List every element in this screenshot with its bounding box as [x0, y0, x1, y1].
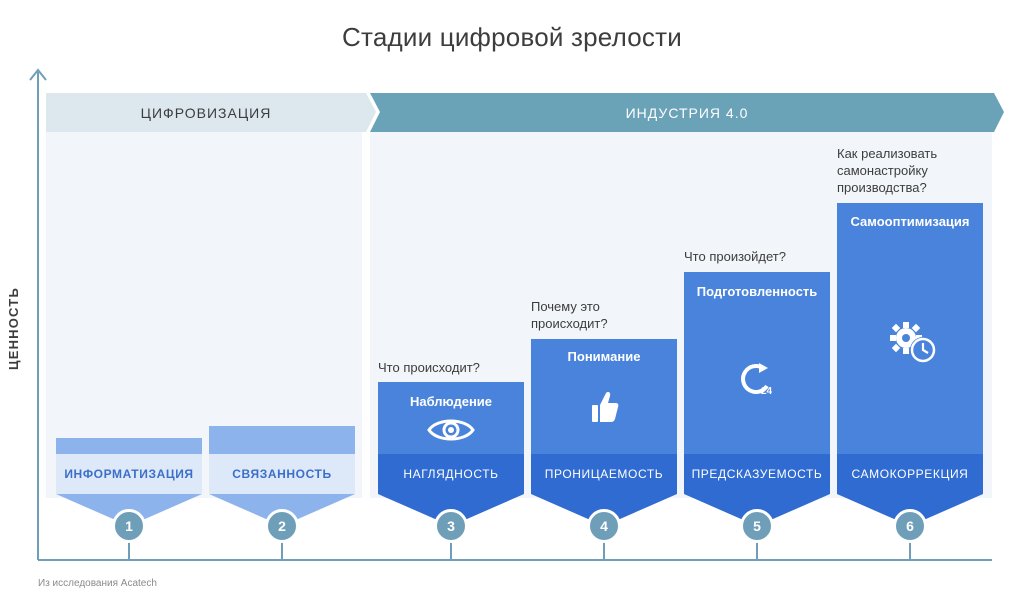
stage-6-band: САМОКОРРЕКЦИЯ — [837, 454, 983, 494]
stage-5-band: ПРЕДСКАЗУЕМОСТЬ — [684, 454, 830, 494]
stage-4-number: 4 — [587, 509, 621, 543]
stage-3-number: 3 — [434, 509, 468, 543]
stage-6-bar: Самооптимизация — [837, 203, 983, 454]
stage-3-bar: Наблюдение — [378, 382, 524, 454]
stage-5-question: Что произойдет? — [684, 249, 786, 264]
stage-1-number: 1 — [112, 509, 146, 543]
stage-2-label: СВЯЗАННОСТЬ — [232, 467, 332, 481]
stage-6-label: САМОКОРРЕКЦИЯ — [851, 467, 969, 481]
stage-1-band: ИНФОРМАТИЗАЦИЯ — [56, 454, 202, 494]
stage-5-number: 5 — [740, 509, 774, 543]
stage-4-bar: Понимание — [531, 339, 677, 454]
banner-industry40: ИНДУСТРИЯ 4.0 — [625, 105, 749, 121]
stage-4-question: Почему это происходит? — [531, 299, 608, 331]
stage-4-title: Понимание — [567, 349, 641, 364]
banner-right-shape — [370, 93, 1004, 132]
banner-digitalization: ЦИФРОВИЗАЦИЯ — [140, 105, 272, 121]
stage-5-bar: Подготовленность — [684, 272, 830, 454]
stage-6-title: Самооптимизация — [850, 214, 970, 229]
stage-3-title: Наблюдение — [409, 394, 493, 409]
stage-2-number: 2 — [265, 509, 299, 543]
gear-clock-icon — [890, 322, 936, 363]
stage-6-question: Как реализовать самонастройку производст… — [837, 146, 938, 195]
stage-4-label: ПРОНИЦАЕМОСТЬ — [544, 467, 664, 481]
source-note: Из исследования Acatech — [38, 578, 157, 589]
refresh-24-icon: 24 — [741, 363, 773, 397]
svg-text:24: 24 — [761, 386, 773, 397]
banner-left-shape — [46, 93, 376, 132]
stage-3-band: НАГЛЯДНОСТЬ — [378, 454, 524, 494]
eye-icon — [427, 419, 475, 441]
banners — [46, 93, 1004, 132]
stage-5-title: Подготовленность — [696, 284, 818, 299]
stage-1-bar — [56, 438, 202, 454]
stage-2-band: СВЯЗАННОСТЬ — [209, 454, 355, 494]
stage-4-band: ПРОНИЦАЕМОСТЬ — [531, 454, 677, 494]
stage-2-bar — [209, 426, 355, 454]
stage-5-label: ПРЕДСКАЗУЕМОСТЬ — [691, 467, 823, 481]
page-title: Стадии цифровой зрелости — [342, 22, 682, 52]
y-axis-arrow — [29, 68, 47, 81]
stage-3-question: Что происходит? — [378, 360, 480, 375]
thumbs-up-icon — [592, 392, 619, 422]
stage-1-label: ИНФОРМАТИЗАЦИЯ — [64, 467, 194, 481]
stage-6-number: 6 — [893, 509, 927, 543]
stage-3-label: НАГЛЯДНОСТЬ — [403, 467, 499, 481]
